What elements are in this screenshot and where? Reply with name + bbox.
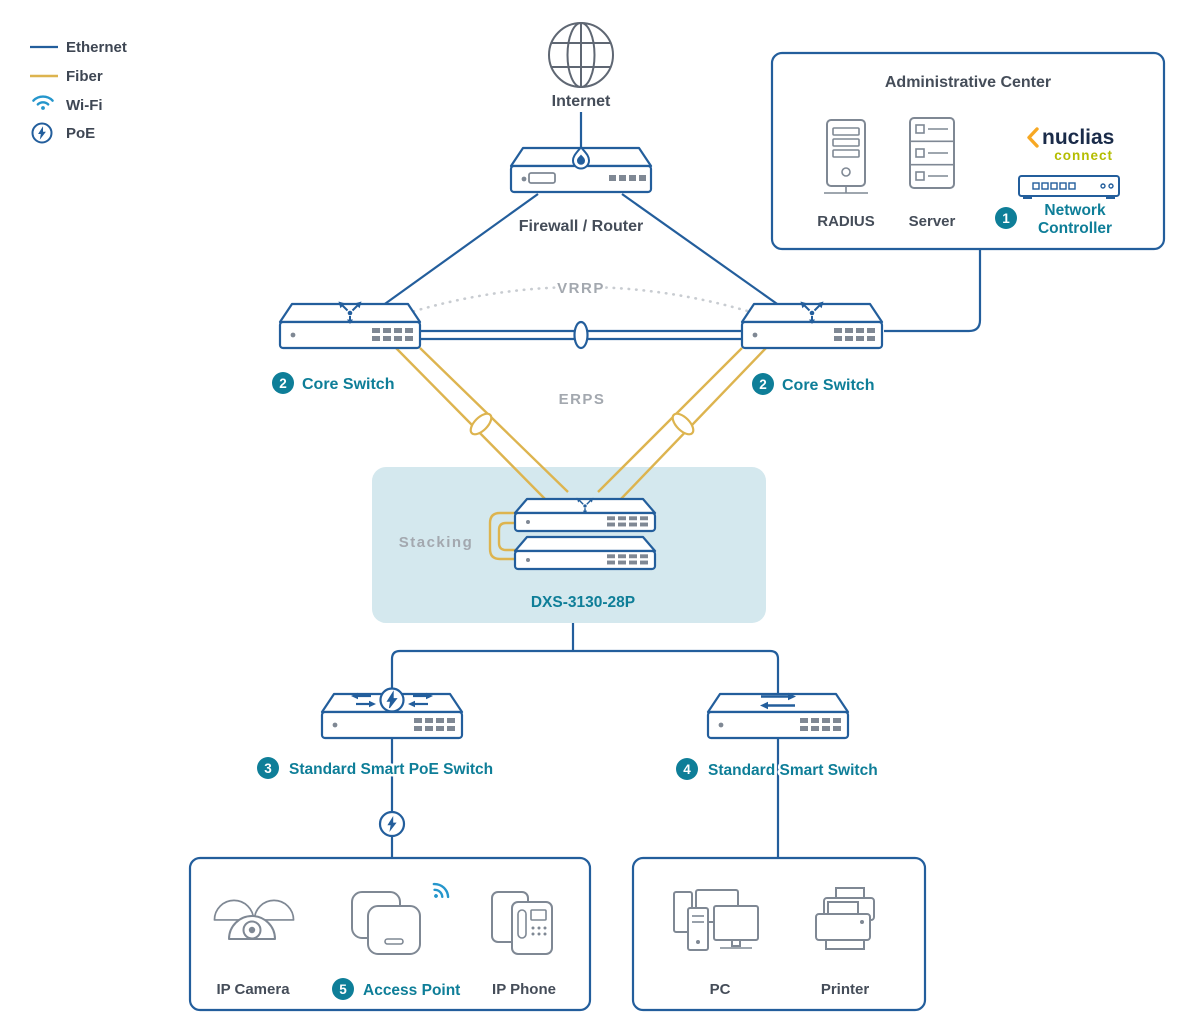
badge-1-num: 1: [1002, 211, 1010, 226]
legend-ethernet-label: Ethernet: [66, 39, 127, 56]
server-rack-icon: [909, 117, 955, 189]
badge-5-num: 5: [339, 982, 347, 997]
badge-3: [257, 757, 279, 779]
endpoints-right-box: PC Printer: [631, 856, 927, 1012]
radius-label: RADIUS: [817, 213, 875, 230]
nuclias-logo: nuclias connect: [1027, 126, 1114, 163]
stack-switch-bottom: [513, 535, 657, 571]
firewall-device: [509, 146, 653, 194]
admin-center-box: Administrative Center RADIUS Server nucl…: [770, 51, 1166, 251]
firewall-label: Firewall / Router: [519, 218, 643, 235]
ip-camera-label: IP Camera: [216, 981, 290, 998]
smart-switch-device: [706, 692, 850, 740]
flame-icon: [572, 146, 590, 170]
legend: Ethernet Fiber Wi-Fi PoE: [30, 39, 127, 144]
poe-switch-caption: 3 Standard Smart PoE Switch: [257, 757, 496, 781]
badge-4: [676, 758, 698, 780]
legend-fiber-label: Fiber: [66, 68, 103, 85]
poe-icon: [31, 122, 53, 144]
vrrp-label: VRRP: [557, 280, 605, 297]
printer-icon: [815, 887, 875, 950]
fiber-links: [395, 347, 767, 501]
badge-3-num: 3: [264, 761, 272, 776]
internet-node: Internet: [548, 22, 614, 113]
fiber-left-1: [395, 347, 547, 501]
erps-label: ERPS: [559, 391, 606, 408]
poe-switch-label: Standard Smart PoE Switch: [289, 761, 493, 778]
link-admin-core-right: [884, 249, 982, 333]
stack-switch-top: [513, 497, 657, 533]
vrrp-arc: [390, 285, 772, 320]
network-controller-device: [1018, 175, 1120, 199]
printer-label: Printer: [821, 981, 870, 998]
fiber-left-2: [419, 347, 569, 493]
badge-1: [995, 207, 1017, 229]
ip-phone-label: IP Phone: [492, 981, 556, 998]
fiber-right-1: [619, 347, 767, 501]
link-stack-poe-switch: [390, 649, 573, 700]
radius-server-icon: [824, 119, 868, 194]
badge-2-right-num: 2: [759, 377, 767, 392]
internet-label: Internet: [552, 93, 611, 110]
smart-switch-caption: 4 Standard Smart Switch: [676, 758, 880, 782]
nuclias-brand: nuclias: [1042, 126, 1114, 149]
access-point-icon: [351, 879, 452, 955]
link-stack-smart-switch: [573, 649, 780, 700]
network-controller-label-2: Controller: [1038, 220, 1112, 237]
core-switch-right-device: [740, 300, 884, 350]
network-controller-label-1: Network: [1044, 202, 1106, 219]
core-switch-right-caption: 2 Core Switch: [752, 373, 877, 397]
pc-icon: [673, 889, 759, 951]
badge-2-right: [752, 373, 774, 395]
core-switch-left-caption: 2 Core Switch: [272, 372, 397, 396]
connections: [381, 112, 982, 350]
nuclias-chevron-icon: [1027, 127, 1039, 148]
smart-switch-label: Standard Smart Switch: [708, 762, 878, 779]
endpoints-left-box: IP Camera 5 Access Point IP Phone: [188, 856, 592, 1012]
stack-model-label: DXS-3130-28P: [531, 594, 635, 611]
nuclias-connect: connect: [1054, 148, 1113, 163]
badge-5: [332, 978, 354, 1000]
fiber-right-2: [597, 347, 743, 493]
stack-group: Stacking DXS-3130-28P: [399, 497, 657, 611]
admin-center-title: Administrative Center: [885, 74, 1051, 91]
core-switch-left-label: Core Switch: [302, 376, 394, 393]
stacking-cables: [488, 511, 518, 561]
poe-arrows-icon: [351, 687, 433, 713]
wifi-icon: [32, 95, 54, 112]
pc-label: PC: [710, 981, 731, 998]
badge-2-left-num: 2: [279, 376, 287, 391]
server-label: Server: [909, 213, 956, 230]
ip-phone-icon: [491, 891, 553, 955]
core-switch-left-device: [278, 300, 422, 350]
link-firewall-core-right: [621, 193, 781, 307]
poe-power-icon: [378, 810, 406, 838]
legend-wifi-label: Wi-Fi: [66, 97, 103, 114]
downlinks: [390, 623, 780, 858]
access-point-label: Access Point: [363, 982, 460, 999]
legend-poe-label: PoE: [66, 125, 95, 142]
badge-4-num: 4: [683, 762, 691, 777]
globe-icon: [548, 22, 614, 88]
switch-arrows-icon: [760, 692, 796, 710]
poe-switch-device: [320, 687, 464, 740]
ip-camera-icon: [213, 899, 295, 940]
link-firewall-core-left: [381, 193, 539, 307]
core-switch-right-label: Core Switch: [782, 377, 874, 394]
badge-2-left: [272, 372, 294, 394]
stacking-label: Stacking: [399, 534, 474, 551]
lag-ring-core: [573, 320, 589, 350]
